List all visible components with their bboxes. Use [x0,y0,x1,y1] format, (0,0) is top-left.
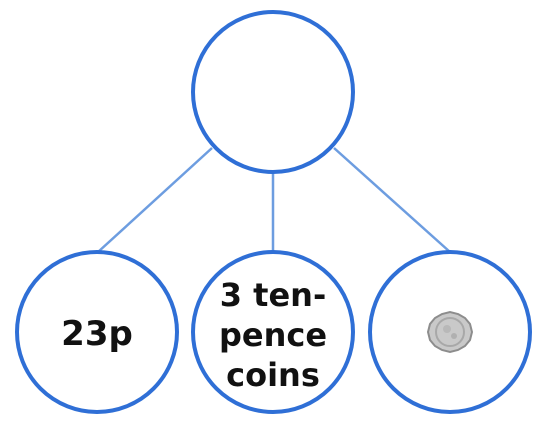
whole-node [191,10,355,174]
connector-whole-to-part-1 [97,147,213,253]
part-node-2: 3 ten- pence coins [191,250,355,414]
part-node-3 [368,250,532,414]
part-2-line-2: pence [219,316,327,354]
twenty-pence-coin-icon [426,310,474,354]
part-2-line-1: 3 ten- [220,276,326,314]
connector-whole-to-part-3 [333,147,451,253]
part-node-1: 23p [15,250,179,414]
part-1-label: 23p [61,314,133,354]
part-2-line-3: coins [226,356,320,394]
